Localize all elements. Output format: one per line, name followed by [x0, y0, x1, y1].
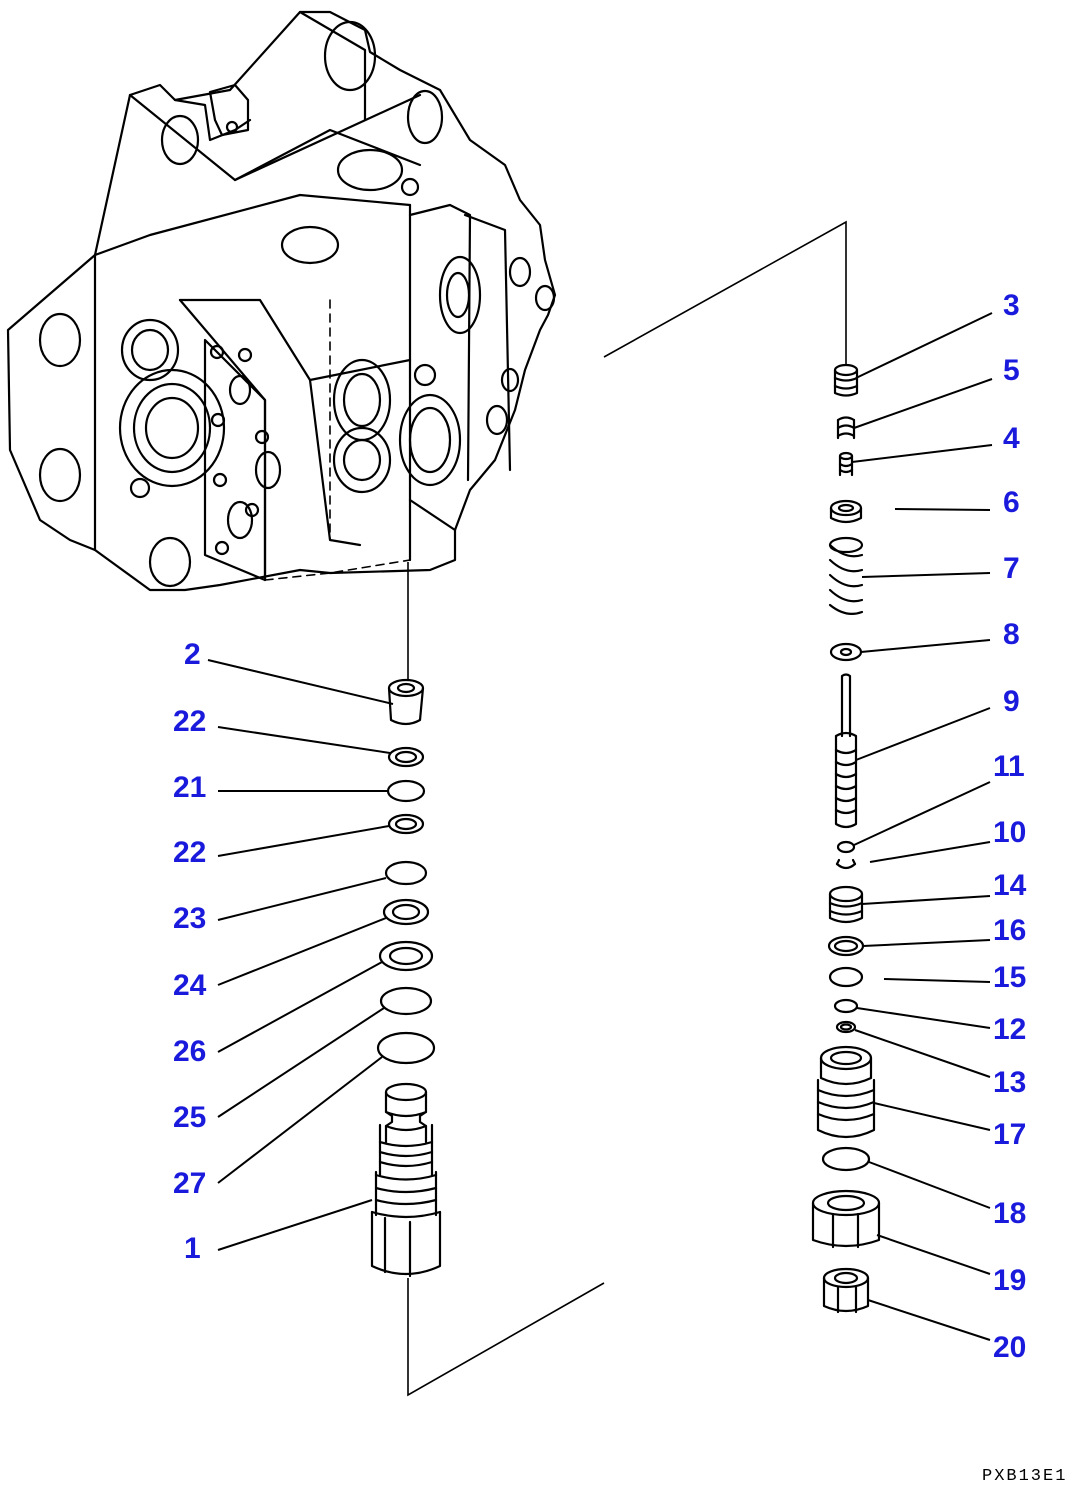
part-17-sleeve: [816, 1045, 876, 1139]
part-5-spring: [836, 416, 856, 440]
callout-20: 20: [993, 1331, 1026, 1364]
callout-16: 16: [993, 914, 1026, 947]
callout-18: 18: [993, 1197, 1026, 1230]
part-3-plug: [833, 363, 859, 397]
part-21-o-ring: [386, 779, 426, 803]
part-16-ring: [827, 935, 865, 957]
part-13-seat: [835, 1020, 857, 1034]
part-26-ring: [378, 940, 434, 972]
part-7-spring: [828, 536, 864, 615]
callout-14: 14: [993, 869, 1027, 902]
part-10-ring: [835, 858, 857, 870]
part-27-o-ring: [376, 1031, 436, 1065]
part-14-piston: [828, 885, 864, 924]
part-4-poppet: [838, 451, 854, 477]
part-15-o-ring: [828, 966, 864, 988]
part-6-seat: [829, 499, 863, 524]
callout-11: 11: [993, 750, 1025, 783]
callout-15: 15: [993, 961, 1026, 994]
part-18-o-ring: [821, 1146, 871, 1172]
part-22-backup-ring-upper: [387, 746, 425, 768]
left-assembly: [370, 562, 605, 1397]
part-23-o-ring: [384, 860, 428, 886]
callout-17: 17: [993, 1118, 1026, 1151]
callout-22-upper: 22: [173, 705, 206, 738]
part-1-valve-cartridge: [370, 1082, 442, 1278]
callout-25: 25: [173, 1101, 206, 1134]
part-12-o-ring: [833, 998, 859, 1014]
callout-12: 12: [993, 1013, 1026, 1046]
callout-23: 23: [173, 902, 206, 935]
drawing-code: PXB13E1: [982, 1467, 1067, 1486]
callout-19: 19: [993, 1264, 1026, 1297]
right-assembly: [811, 363, 881, 1314]
callout-10: 10: [993, 816, 1026, 849]
callout-26: 26: [173, 1035, 206, 1068]
callout-22-lower: 22: [173, 836, 206, 869]
callout-2: 2: [184, 638, 201, 671]
callout-labels: 1 2 3 4 5 6 7 8 9 10 11 12 13 14 15 16 1…: [173, 289, 1027, 1364]
callout-13: 13: [993, 1066, 1026, 1099]
callout-21: 21: [173, 771, 206, 804]
part-11-ring: [836, 840, 856, 854]
valve-housing: [6, 10, 557, 592]
part-9-spool: [834, 673, 858, 829]
callout-3: 3: [1003, 289, 1020, 322]
callout-24: 24: [173, 969, 207, 1002]
callout-5: 5: [1003, 354, 1020, 387]
callout-27: 27: [173, 1167, 206, 1200]
callout-4: 4: [1003, 422, 1020, 455]
callout-1: 1: [184, 1232, 201, 1265]
part-25-o-ring: [379, 986, 433, 1016]
part-8-washer: [829, 642, 863, 662]
part-19-nut: [811, 1189, 881, 1249]
part-22-backup-ring-lower: [387, 813, 425, 835]
callout-8: 8: [1003, 618, 1020, 651]
part-2-plug: [387, 678, 425, 726]
part-24-ring: [382, 898, 430, 926]
callout-7: 7: [1003, 552, 1020, 585]
callout-9: 9: [1003, 685, 1020, 718]
part-20-cap: [822, 1267, 870, 1314]
assembly-axis-line: [603, 220, 847, 365]
leader-lines: [207, 312, 993, 1341]
callout-6: 6: [1003, 486, 1020, 519]
